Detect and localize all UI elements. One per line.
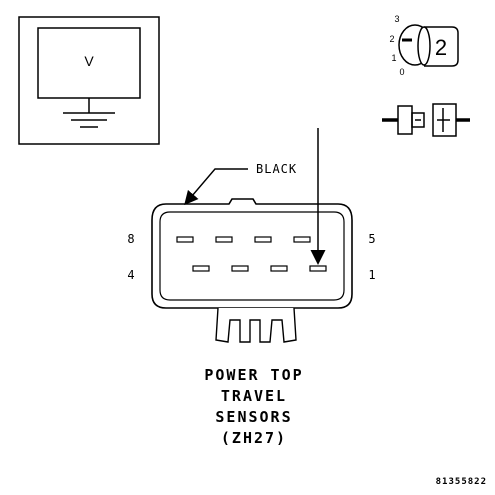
ignition-key-icon (398, 24, 459, 67)
cavity-4 (192, 265, 210, 272)
cavity-5 (293, 236, 311, 243)
cavity-8 (176, 236, 194, 243)
connector-body (151, 198, 353, 343)
meter-label: V (84, 53, 94, 69)
connector-disconnected-icon (382, 103, 470, 137)
pin-label-1: 1 (368, 268, 375, 282)
ignition-position-3: 3 (394, 14, 399, 24)
pin-label-8: 8 (127, 232, 134, 246)
cavity-7 (215, 236, 233, 243)
terminal-cavities (176, 236, 327, 272)
pin-label-5: 5 (368, 232, 375, 246)
ignition-selected-position: 2 (435, 35, 447, 60)
cavity-6 (254, 236, 272, 243)
voltmeter-icon (18, 16, 160, 145)
pin-label-4: 4 (127, 268, 134, 282)
title-line-2: TRAVEL (221, 387, 287, 405)
connector-color-callout: BLACK (256, 162, 297, 176)
title-line-3: SENSORS (215, 408, 292, 426)
title-line-1: POWER TOP (204, 366, 303, 384)
title-line-4: (ZH27) (221, 429, 287, 447)
cavity-2 (270, 265, 288, 272)
cavity-3 (231, 265, 249, 272)
ignition-position-0: 0 (399, 67, 404, 77)
cavity-1 (309, 265, 327, 272)
figure-ref-code: 81355822 (436, 477, 487, 487)
ignition-position-1: 1 (391, 53, 396, 63)
ignition-position-2: 2 (389, 34, 394, 44)
callout-leader (184, 168, 248, 206)
